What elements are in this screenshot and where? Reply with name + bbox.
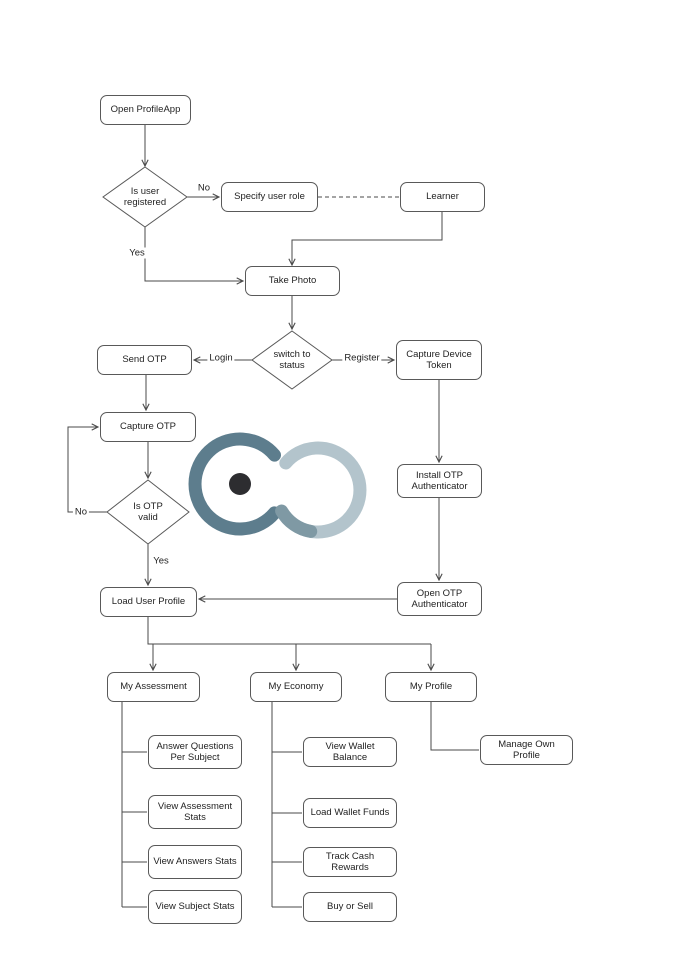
- node-label: Specify user role: [234, 191, 305, 203]
- node-label: Install OTP Authenticator: [411, 469, 468, 492]
- watermark-ring-left: [188, 432, 281, 536]
- watermark-dot: [229, 473, 251, 495]
- node-manage-own-profile: Manage Own Profile: [480, 735, 573, 765]
- node-view-assessment-stats: View Assessment Stats: [148, 795, 242, 829]
- node-my-economy: My Economy: [250, 672, 342, 702]
- node-view-wallet-balance: View Wallet Balance: [303, 737, 397, 767]
- edge-registered-yes-to-take-photo: [144, 227, 245, 285]
- edge-label-no-otp: No: [72, 506, 90, 518]
- node-open-otp-authenticator: Open OTP Authenticator: [397, 582, 482, 616]
- diamond-is-otp-valid: [106, 479, 190, 545]
- node-label: My Assessment: [120, 681, 187, 693]
- node-label: Buy or Sell: [327, 901, 373, 913]
- node-view-subject-stats: View Subject Stats: [148, 890, 242, 924]
- node-load-wallet-funds: Load Wallet Funds: [303, 798, 397, 828]
- node-install-otp-authenticator: Install OTP Authenticator: [397, 464, 482, 498]
- edge-label-login: Login: [207, 352, 235, 364]
- node-capture-device-token: Capture Device Token: [396, 340, 482, 380]
- node-label: Track Cash Rewards: [325, 850, 375, 873]
- node-label: Answer Questions Per Subject: [156, 740, 234, 763]
- node-label: Load User Profile: [111, 596, 186, 608]
- watermark-logo: [188, 432, 367, 539]
- node-track-cash-rewards: Track Cash Rewards: [303, 847, 397, 877]
- node-answer-questions-per-subject: Answer Questions Per Subject: [148, 735, 242, 769]
- node-label: View Assessment Stats: [157, 800, 233, 823]
- edge-label-no-registered: No: [195, 182, 213, 194]
- node-label: View Answers Stats: [153, 856, 237, 868]
- edge-learner-to-take-photo: [288, 212, 443, 267]
- node-load-user-profile: Load User Profile: [100, 587, 197, 617]
- node-label: Send OTP: [122, 354, 167, 366]
- node-my-profile: My Profile: [385, 672, 477, 702]
- node-label: Open ProfileApp: [110, 104, 181, 116]
- node-buy-or-sell: Buy or Sell: [303, 892, 397, 922]
- node-capture-otp: Capture OTP: [100, 412, 196, 442]
- edge-label-yes-registered: Yes: [127, 247, 147, 259]
- node-label: Manage Own Profile: [498, 738, 555, 761]
- node-send-otp: Send OTP: [97, 345, 192, 375]
- node-label: Open OTP Authenticator: [411, 587, 468, 610]
- node-label: My Profile: [409, 681, 453, 693]
- diamond-is-user-registered: [102, 166, 188, 228]
- node-open-profileapp: Open ProfileApp: [100, 95, 191, 125]
- node-label: View Wallet Balance: [325, 740, 375, 763]
- edge-label-register: Register: [342, 352, 382, 364]
- tree-my-economy: [271, 702, 302, 908]
- node-label: Take Photo: [268, 275, 317, 287]
- node-label: Load Wallet Funds: [310, 807, 390, 819]
- node-label: My Economy: [268, 681, 324, 693]
- node-view-answers-stats: View Answers Stats: [148, 845, 242, 879]
- node-label: View Subject Stats: [155, 901, 235, 913]
- node-label: Capture Device Token: [406, 348, 472, 371]
- diamond-switch-to-status: [251, 330, 333, 390]
- node-take-photo: Take Photo: [245, 266, 340, 296]
- edge-label-yes-otp: Yes: [151, 555, 171, 567]
- node-specify-user-role: Specify user role: [221, 182, 318, 212]
- node-label: Learner: [426, 191, 459, 203]
- node-label: Capture OTP: [120, 421, 176, 433]
- node-learner: Learner: [400, 182, 485, 212]
- node-my-assessment: My Assessment: [107, 672, 200, 702]
- edge-load-profile-branch-bus: [147, 617, 431, 645]
- tree-my-profile: [430, 702, 479, 751]
- watermark-accent-arc: [275, 504, 318, 538]
- tree-my-assessment: [121, 702, 147, 908]
